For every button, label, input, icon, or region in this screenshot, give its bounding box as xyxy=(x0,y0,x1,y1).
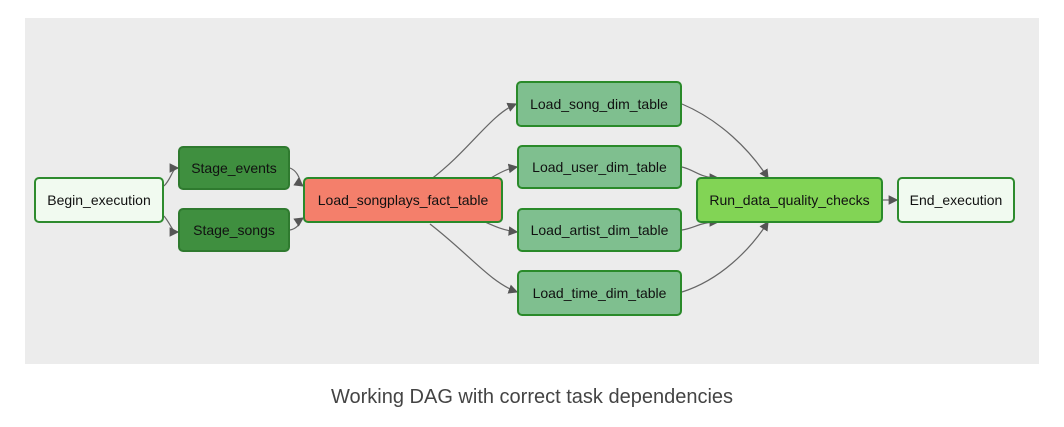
figure-caption: Working DAG with correct task dependenci… xyxy=(330,386,734,408)
node-load-song-dim-table[interactable]: Load_song_dim_table xyxy=(516,81,682,127)
node-begin-execution[interactable]: Begin_execution xyxy=(34,177,164,223)
node-load-user-dim-table[interactable]: Load_user_dim_table xyxy=(517,145,682,189)
node-run-data-quality-checks[interactable]: Run_data_quality_checks xyxy=(696,177,883,223)
node-load-songplays-fact-table[interactable]: Load_songplays_fact_table xyxy=(303,177,503,223)
node-load-time-dim-table[interactable]: Load_time_dim_table xyxy=(517,270,682,316)
node-end-execution[interactable]: End_execution xyxy=(897,177,1015,223)
node-stage-events[interactable]: Stage_events xyxy=(178,146,290,190)
node-stage-songs[interactable]: Stage_songs xyxy=(178,208,290,252)
node-load-artist-dim-table[interactable]: Load_artist_dim_table xyxy=(517,208,682,252)
